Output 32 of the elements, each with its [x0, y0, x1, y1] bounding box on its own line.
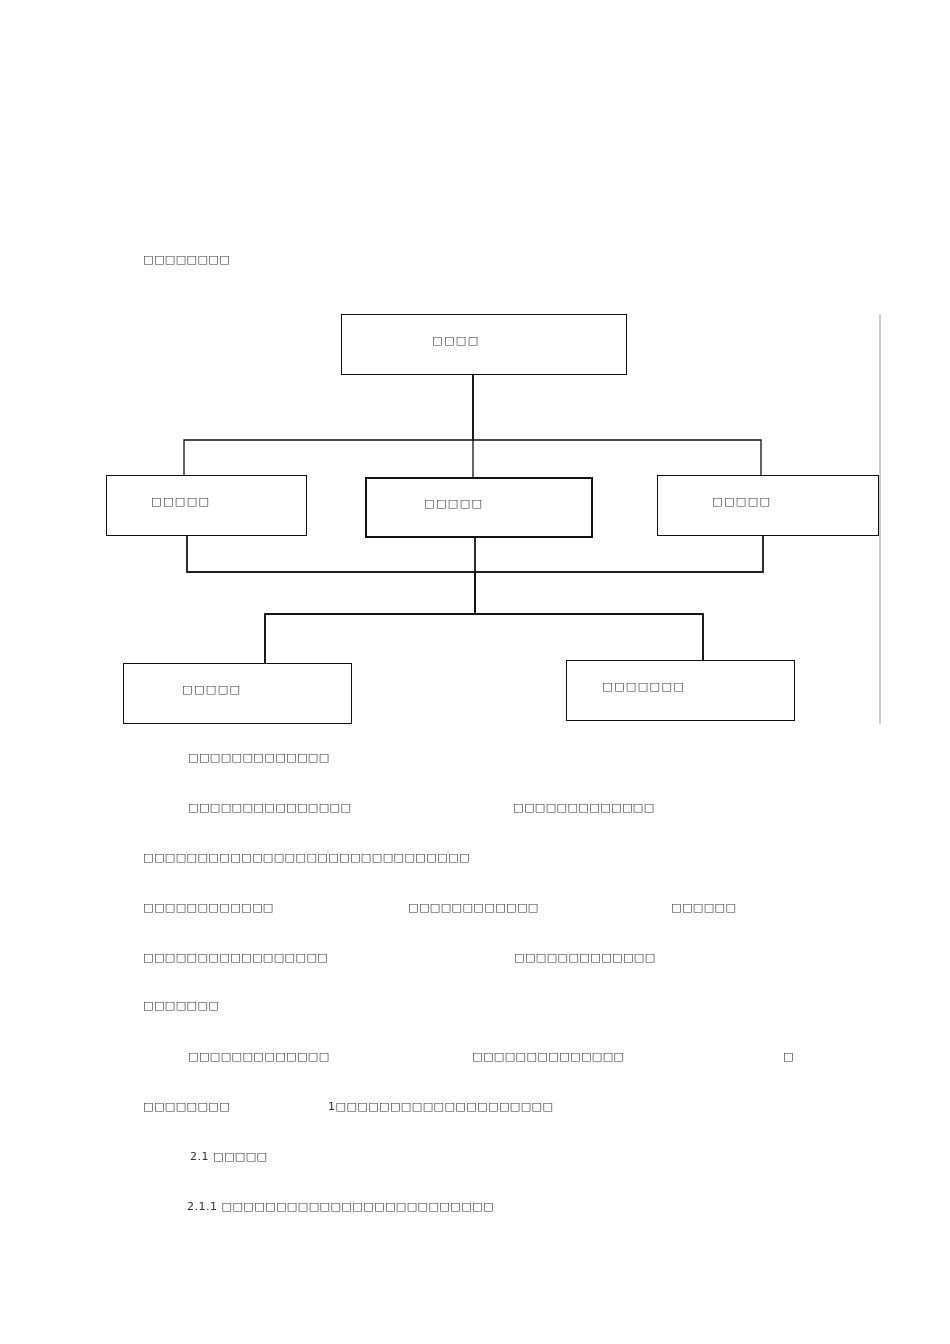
body-text: □□□□□□□□□□□□□ — [188, 751, 330, 765]
body-text: □□□□□□□□ — [143, 1100, 231, 1114]
org-box — [365, 477, 593, 538]
connector-line — [474, 535, 764, 661]
body-text: 2.1.1 □□□□□□□□□□□□□□□□□□□□□□□□□ — [187, 1200, 494, 1214]
box-label: □□□□□ — [182, 683, 242, 696]
body-text: □□□□□□□□□□□□□ — [513, 801, 655, 815]
body-text: □□□□□□□□□□□□ — [408, 901, 539, 915]
body-text: 1□□□□□□□□□□□□□□□□□□□□ — [328, 1100, 554, 1114]
body-text: 2.1 □□□□□ — [190, 1150, 268, 1164]
diagram-title: □□□□□□□□ — [143, 253, 231, 267]
box-label: □□□□□□□ — [602, 680, 686, 693]
box-label: □□□□□ — [151, 495, 211, 508]
box-label: □□□□ — [432, 334, 480, 347]
box-label: □□□□□ — [712, 495, 772, 508]
body-text: □□□□□□□□□□□□□□ — [472, 1050, 625, 1064]
body-text: □□□□□□□□□□□□□ — [514, 951, 656, 965]
body-text: □□□□□□□ — [143, 999, 220, 1013]
connector-line — [472, 374, 762, 476]
body-text: □□□□□□□□□□□□ — [143, 901, 274, 915]
body-text: □□□□□□□□□□□□□□□□□ — [143, 951, 329, 965]
org-box — [566, 660, 795, 721]
org-box — [657, 475, 879, 536]
body-text: □□□□□□□□□□□□□□□□□□□□□□□□□□□□□□ — [143, 851, 470, 865]
box-label: □□□□□ — [424, 497, 484, 510]
body-text: □ — [783, 1050, 794, 1064]
body-text: □□□□□□ — [671, 901, 737, 915]
body-text: □□□□□□□□□□□□□□□ — [188, 801, 352, 815]
org-box — [123, 663, 352, 724]
body-text: □□□□□□□□□□□□□ — [188, 1050, 330, 1064]
org-box — [341, 314, 627, 375]
org-box — [106, 475, 307, 536]
